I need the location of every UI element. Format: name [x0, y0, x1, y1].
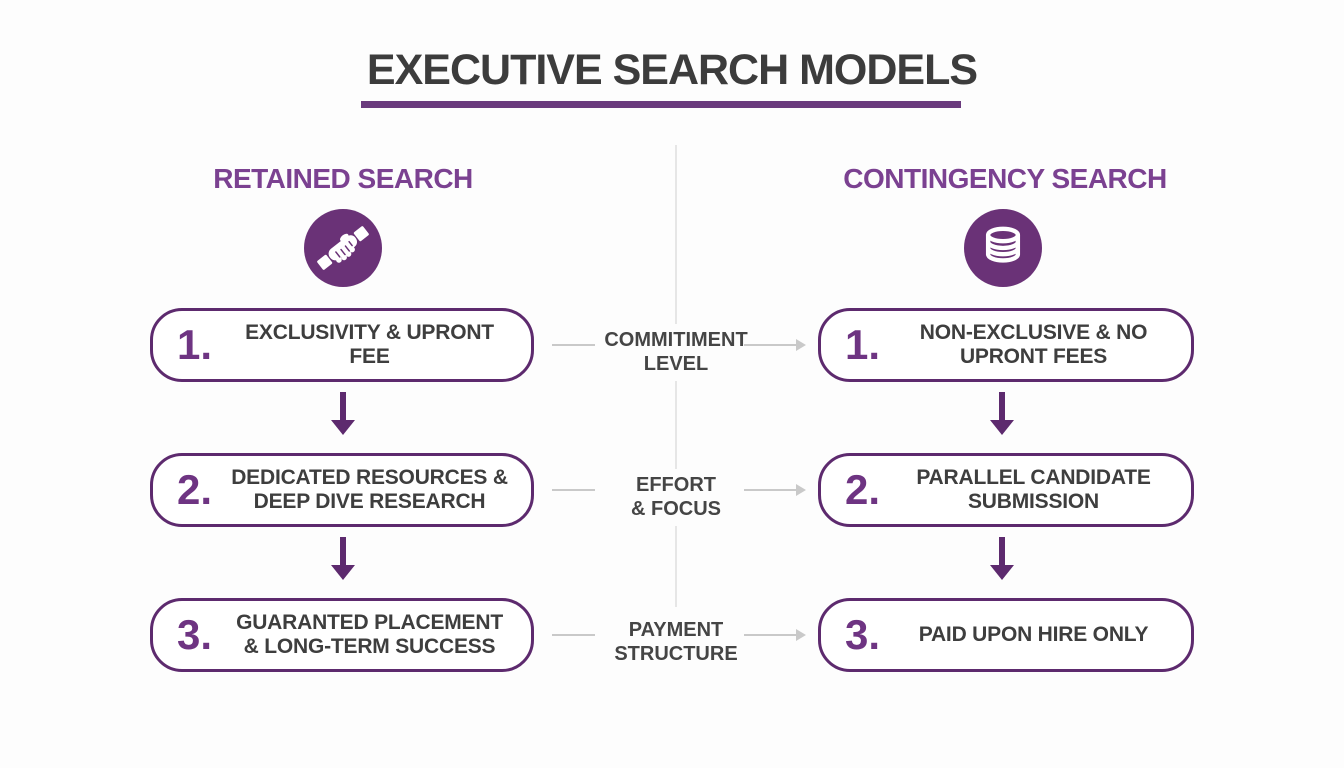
arrow-down-icon: [340, 537, 346, 565]
step-number: 1.: [845, 321, 881, 368]
contingency-search-heading: CONTINGENCY SEARCH: [843, 163, 1167, 194]
arrow-right-icon: [744, 339, 806, 351]
handshake-icon: [304, 209, 382, 287]
contingency-step-2-card: 2. PARALLEL CANDIDATE SUBMISSION: [818, 453, 1194, 527]
coin-stack-icon: [964, 209, 1042, 287]
contingency-step-1-card: 1. NON-EXCLUSIVE & NO UPRONT FEES: [818, 308, 1194, 382]
dimension-label-effort: EFFORT & FOCUS: [595, 469, 757, 526]
arrow-right-icon: [744, 629, 806, 641]
page-title: EXECUTIVE SEARCH MODELS: [366, 46, 978, 94]
arrow-right-icon: [744, 484, 806, 496]
step-label: PAID UPON HIRE ONLY: [918, 622, 1149, 646]
step-label: PARALLEL CANDIDATE SUBMISSION: [916, 465, 1151, 513]
step-number: 3.: [177, 611, 213, 658]
retained-step-1-card: 1. EXCLUSIVITY & UPRONT FEE: [150, 308, 534, 382]
step-label: DEDICATED RESOURCES & DEEP DIVE RESEARCH: [231, 465, 508, 513]
retained-step-2-card: 2. DEDICATED RESOURCES & DEEP DIVE RESEA…: [150, 453, 534, 527]
step-number: 3.: [845, 611, 881, 658]
step-label: EXCLUSIVITY & UPRONT FEE: [245, 320, 494, 368]
step-label: GUARANTED PLACEMENT & LONG-TERM SUCCESS: [236, 610, 503, 658]
step-number: 2.: [845, 466, 881, 513]
step-number: 2.: [177, 466, 213, 513]
arrow-down-icon: [999, 392, 1005, 420]
step-label: NON-EXCLUSIVE & NO UPRONT FEES: [919, 320, 1148, 368]
retained-search-heading: RETAINED SEARCH: [213, 163, 473, 194]
dimension-label-commitment: COMMITIMENT LEVEL: [595, 324, 757, 381]
arrow-down-icon: [340, 392, 346, 420]
title-underline: [361, 101, 961, 108]
step-number: 1.: [177, 321, 213, 368]
contingency-step-3-card: 3. PAID UPON HIRE ONLY: [818, 598, 1194, 672]
arrow-down-icon: [999, 537, 1005, 565]
dimension-label-payment: PAYMENT STRUCTURE: [595, 614, 757, 671]
retained-step-3-card: 3. GUARANTED PLACEMENT & LONG-TERM SUCCE…: [150, 598, 534, 672]
